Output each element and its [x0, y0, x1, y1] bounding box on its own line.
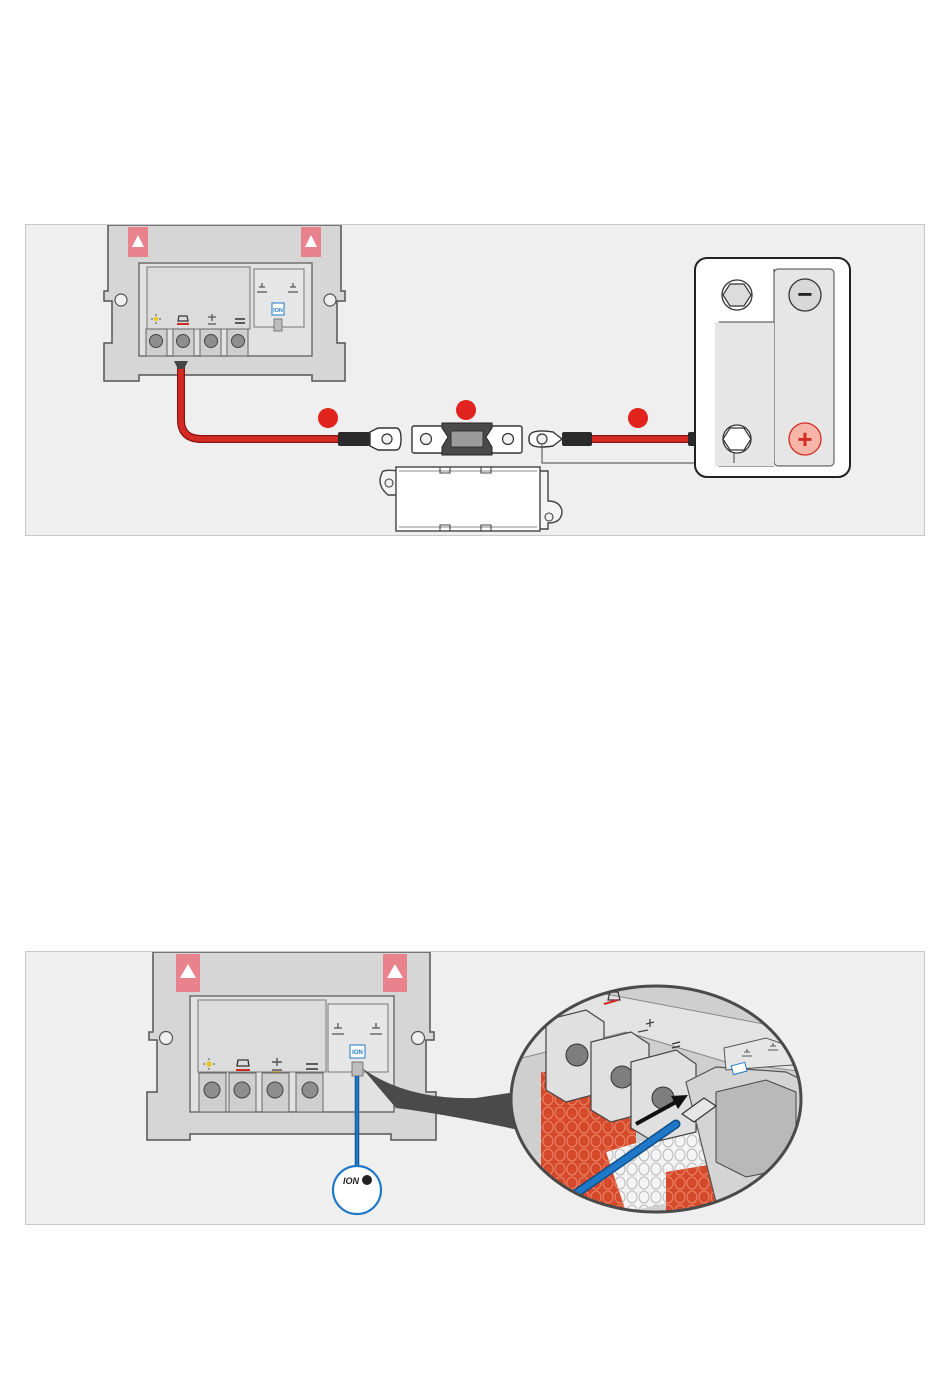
mounting-hole [324, 294, 336, 306]
terminal-screw [200, 329, 221, 356]
ring-terminal [529, 431, 562, 447]
ion-port [274, 319, 282, 331]
terminal-screw [229, 1073, 256, 1112]
mega-fuse [412, 423, 522, 455]
terminal-screw [199, 1073, 226, 1112]
positive-terminal-icon: + [789, 423, 821, 455]
step-marker [456, 400, 476, 420]
wiring-diagram-ion: ION ION [25, 951, 925, 1225]
bolt-icon [723, 425, 751, 453]
ion-wiring-svg: ION ION [26, 952, 925, 1225]
positive-symbol: + [797, 424, 812, 454]
warning-icon [383, 954, 407, 992]
warning-icon [176, 954, 200, 992]
terminal-screw [262, 1073, 289, 1112]
fuse-holder [380, 467, 562, 531]
bolt-icon [722, 280, 752, 310]
ion-logo-dot [362, 1175, 372, 1185]
charger-device: ION [147, 952, 436, 1140]
step-marker [318, 408, 338, 428]
negative-terminal-icon: − [789, 279, 821, 311]
battery-wiring-svg: ION [26, 225, 925, 536]
terminal-screw [227, 329, 248, 356]
cable-sleeve [562, 432, 592, 446]
warning-icon [128, 227, 148, 257]
step-marker [628, 408, 648, 428]
mounting-hole [412, 1032, 425, 1045]
ion-badge-text: ION [343, 1176, 360, 1186]
charger-device: ION [104, 225, 345, 381]
terminal-screw [296, 1073, 323, 1112]
terminal-screw [173, 329, 194, 356]
warning-icon [301, 227, 321, 257]
battery: − + [695, 258, 850, 477]
ring-terminal [370, 428, 401, 450]
mounting-hole [115, 294, 127, 306]
cable-sleeve [338, 432, 370, 446]
ion-port [352, 1062, 363, 1076]
terminal-screw [146, 329, 167, 356]
ion-port-label: ION [273, 308, 283, 314]
zoom-detail [506, 982, 806, 1222]
mounting-hole [160, 1032, 173, 1045]
ion-badge[interactable]: ION [333, 1166, 381, 1214]
negative-symbol: − [797, 279, 812, 309]
wiring-diagram-battery: ION [25, 224, 925, 536]
ion-port-label: ION [352, 1050, 363, 1056]
